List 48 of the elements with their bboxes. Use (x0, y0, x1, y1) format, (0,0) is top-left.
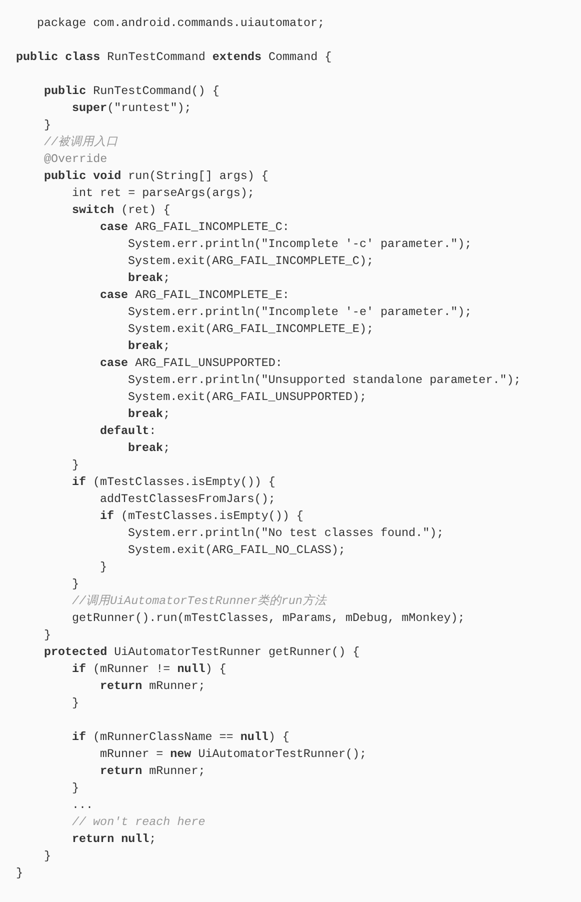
code-line: System.err.println("Unsupported standalone parameter."); (128, 372, 521, 388)
code-line: System.err.println("No test classes found."); (128, 526, 444, 540)
code-line: } (44, 848, 52, 864)
code-line: default: (100, 424, 156, 438)
code-line: @Override (44, 152, 108, 166)
code-line: } (72, 458, 80, 472)
code-line: int ret = parseArgs(args); (72, 186, 254, 200)
code-line: package com.android.commands.uiautomator; (37, 16, 325, 30)
code-line: mRunner = new UiAutomatorTestRunner(); (100, 746, 367, 762)
code-line: System.exit(ARG_FAIL_NO_CLASS); (128, 542, 346, 558)
code-line: return mRunner; (100, 678, 206, 694)
code-line: System.exit(ARG_FAIL_INCOMPLETE_C); (128, 254, 374, 268)
code-line: switch (ret) { (72, 202, 170, 218)
code-line: break; (128, 338, 170, 354)
code-line: } (16, 866, 24, 880)
code-line: public RunTestCommand() { (44, 84, 220, 98)
code-line: super("runtest"); (72, 100, 192, 116)
code-line: if (mRunner != null) { (72, 662, 226, 676)
code-line: break; (128, 270, 170, 286)
code-line: public class RunTestCommand extends Command { (16, 50, 332, 64)
code-line: System.exit(ARG_FAIL_UNSUPPORTED); (128, 390, 366, 404)
code-line: case ARG_FAIL_UNSUPPORTED: (100, 356, 282, 370)
code-line: System.err.println("Incomplete '-c' parameter."); (128, 236, 472, 252)
code-line: ... (72, 798, 94, 812)
code-line: } (44, 628, 52, 642)
code-line: addTestClassesFromJars(); (100, 492, 276, 506)
code-line: if (mTestClasses.isEmpty()) { (100, 508, 304, 524)
code-comment: // won't reach here (72, 814, 206, 830)
code-line: public void run(String[] args) { (44, 168, 268, 184)
code-line: case ARG_FAIL_INCOMPLETE_C: (100, 220, 290, 234)
code-line: System.exit(ARG_FAIL_INCOMPLETE_E); (128, 322, 374, 336)
code-line: } (72, 696, 80, 710)
code-line: protected UiAutomatorTestRunner getRunner() { (44, 644, 360, 660)
code-line: System.err.println("Incomplete '-e' parameter."); (128, 304, 472, 320)
code-line: return null; (72, 832, 156, 846)
code-comment: //调用UiAutomatorTestRunner类的run方法 (72, 594, 326, 608)
code-line: } (72, 576, 80, 592)
code-line: break; (128, 406, 170, 422)
code-line: getRunner().run(mTestClasses, mParams, mDebug, mMonkey); (72, 610, 465, 626)
code-line: return mRunner; (100, 764, 206, 778)
code-line: if (mRunnerClassName == null) { (72, 730, 290, 744)
code-line: } (44, 118, 52, 132)
code-line: } (100, 560, 108, 574)
code-line: if (mTestClasses.isEmpty()) { (72, 474, 276, 490)
code-line: } (72, 780, 80, 796)
code-line: case ARG_FAIL_INCOMPLETE_E: (100, 288, 290, 302)
code-line: break; (128, 440, 170, 456)
code-comment: //被调用入口 (44, 134, 118, 150)
